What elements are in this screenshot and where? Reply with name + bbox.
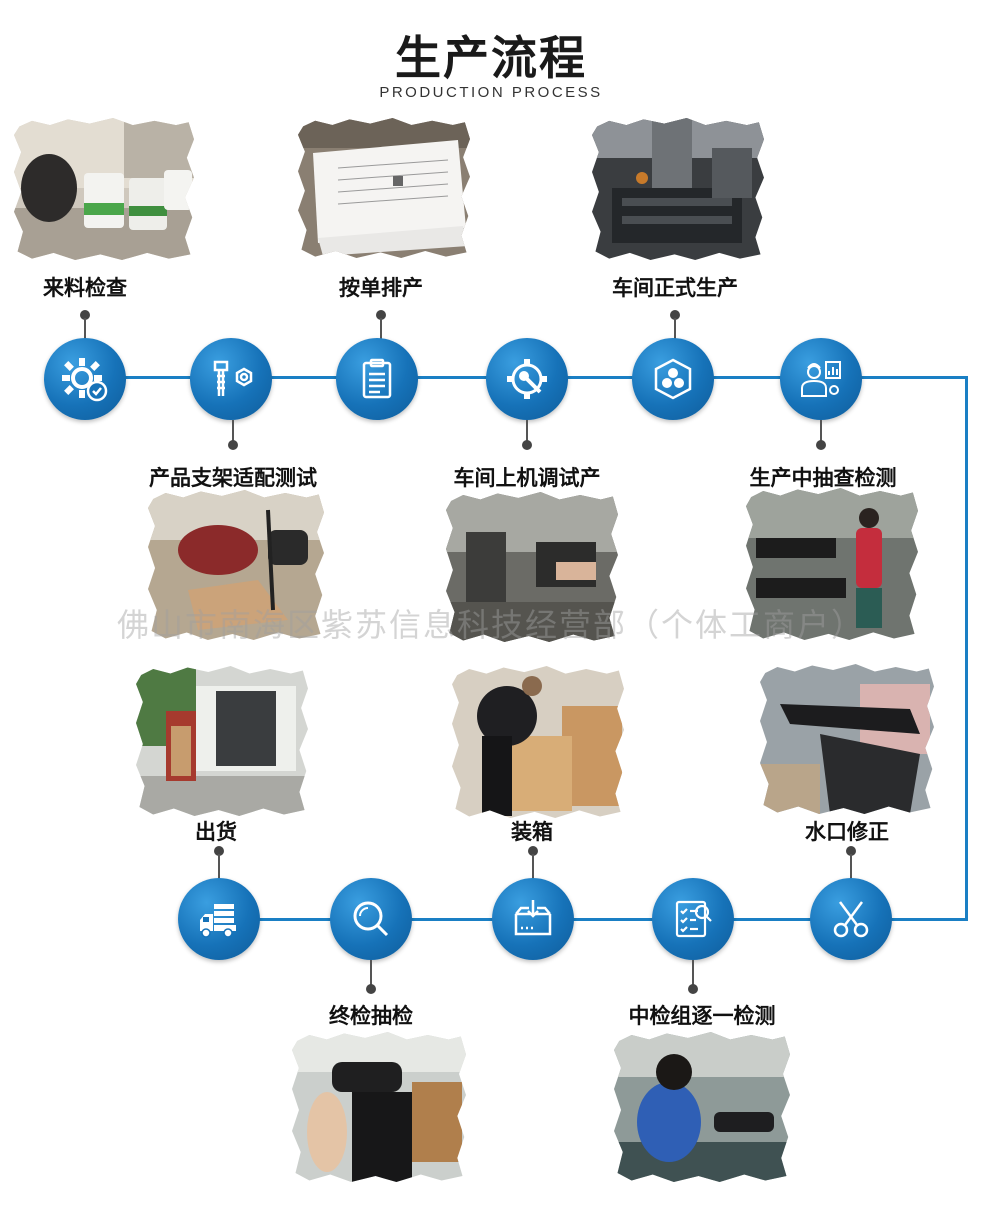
step-label-material-inspection: 来料检查 (43, 276, 127, 300)
photo-machine-debugging (446, 492, 618, 642)
step-circle-bracket-fit-test[interactable] (190, 338, 272, 420)
step-circle-spot-check[interactable] (780, 338, 862, 420)
photo-gate-trimming (760, 664, 934, 814)
photo-material-inspection (14, 118, 194, 260)
connector-dot (366, 984, 376, 994)
connector-stem (674, 318, 676, 340)
connector-stem (380, 318, 382, 340)
step-label-packing: 装箱 (511, 820, 553, 844)
step-label-machine-debugging: 车间上机调试产 (453, 466, 601, 490)
photo-spot-check (746, 488, 918, 640)
checklist-search-icon (675, 900, 712, 938)
watermark: 佛山市南海区紫苏信息科技经营部（个体工商户） (116, 606, 865, 644)
wrench-gear-icon (507, 359, 547, 399)
step-label-order-scheduling: 按单排产 (339, 276, 423, 300)
step-label-bracket-fit-test: 产品支架适配测试 (149, 466, 317, 490)
step-label-gate-trimming: 水口修正 (805, 820, 889, 844)
step-circle-gate-trimming[interactable] (810, 878, 892, 960)
step-circle-packing[interactable] (492, 878, 574, 960)
step-circle-material-inspection[interactable] (44, 338, 126, 420)
connector-stem (692, 960, 694, 986)
connector-dot (376, 310, 386, 320)
photo-bracket-fit-test (148, 490, 324, 640)
connector-dot (688, 984, 698, 994)
box-download-icon (514, 900, 552, 936)
step-label-final-inspection: 终检抽检 (329, 1004, 413, 1028)
step-circle-shipment[interactable] (178, 878, 260, 960)
photo-order-scheduling (298, 118, 470, 258)
flow-line-right (965, 376, 968, 921)
step-circle-formal-production[interactable] (632, 338, 714, 420)
connector-stem (218, 854, 220, 880)
connector-stem (820, 420, 822, 442)
photo-formal-production (592, 118, 764, 260)
clipboard-icon (362, 358, 392, 399)
magnifier-icon (353, 901, 389, 937)
connector-stem (232, 420, 234, 442)
scissors-icon (833, 901, 869, 938)
delivery-truck-icon (200, 904, 236, 938)
step-label-spot-check: 生产中抽查检测 (749, 466, 897, 490)
connector-stem (850, 854, 852, 880)
step-label-mid-inspection: 中检组逐一检测 (628, 1004, 776, 1028)
photo-packing (452, 666, 624, 818)
connector-dot (670, 310, 680, 320)
gear-check-icon (62, 358, 108, 402)
page-title: 生产流程 (395, 31, 587, 85)
connector-stem (370, 960, 372, 986)
step-circle-final-inspection[interactable] (330, 878, 412, 960)
step-circle-order-scheduling[interactable] (336, 338, 418, 420)
connector-dot (80, 310, 90, 320)
bolt-nut-icon (213, 360, 253, 396)
connector-stem (532, 854, 534, 880)
connector-dot (528, 846, 538, 856)
connector-dot (522, 440, 532, 450)
connector-dot (816, 440, 826, 450)
step-circle-mid-inspection[interactable] (652, 878, 734, 960)
connector-stem (84, 318, 86, 340)
photo-shipment (136, 666, 308, 816)
flow-line-bottom (218, 918, 968, 921)
photo-mid-inspection (614, 1032, 790, 1182)
connector-dot (214, 846, 224, 856)
step-label-shipment: 出货 (195, 820, 237, 844)
connector-dot (846, 846, 856, 856)
step-circle-machine-debugging[interactable] (486, 338, 568, 420)
connector-stem (526, 420, 528, 442)
connector-dot (228, 440, 238, 450)
worker-chart-icon (801, 361, 841, 397)
hexagon-nodes-icon (654, 358, 692, 400)
page-subtitle: PRODUCTION PROCESS (379, 84, 603, 101)
photo-final-inspection (292, 1032, 466, 1182)
step-label-formal-production: 车间正式生产 (612, 276, 738, 300)
